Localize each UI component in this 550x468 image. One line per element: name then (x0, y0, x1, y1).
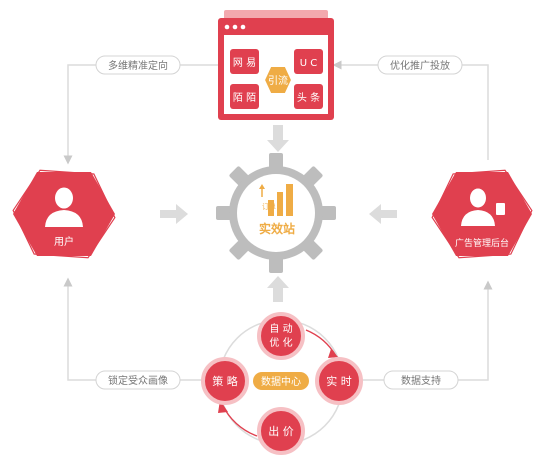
cycle-right-node: 实 时 (315, 357, 363, 405)
arrow-up (267, 276, 289, 302)
svg-text:出 价: 出 价 (268, 424, 294, 438)
label-top-left: 多维精准定向 (95, 55, 181, 75)
browser-cell-uc: U C (294, 49, 323, 74)
svg-text:多维精准定向: 多维精准定向 (108, 59, 168, 72)
svg-text:数据支持: 数据支持 (401, 374, 441, 387)
cycle-top-node: 自 动 优 化 (257, 312, 305, 360)
user-icon (45, 187, 83, 227)
admin-icon (461, 188, 505, 226)
arrow-right (160, 204, 188, 224)
label-top-right: 优化推广投放 (377, 55, 463, 75)
bar-chart-icon (259, 184, 293, 216)
svg-text:用户: 用户 (54, 235, 74, 248)
svg-text:数据中心: 数据中心 (261, 375, 301, 388)
svg-text:U C: U C (300, 58, 317, 69)
svg-text:实效站: 实效站 (259, 221, 295, 236)
svg-text:锁定受众画像: 锁定受众画像 (108, 374, 168, 387)
svg-text:优 化: 优 化 (269, 336, 292, 349)
traffic-hexagon: 引流 (262, 65, 294, 95)
svg-text:网 易: 网 易 (233, 57, 256, 69)
svg-text:自 动: 自 动 (269, 322, 292, 335)
user-node: 用户 (12, 169, 116, 259)
direction-arrows (160, 125, 397, 302)
browser-cell-toutiao: 头 条 (294, 84, 323, 109)
gear: 订单 实效站 (216, 153, 336, 273)
svg-text:优化推广投放: 优化推广投放 (390, 59, 450, 72)
browser-cell-netease: 网 易 (230, 49, 259, 74)
svg-text:陌 陌: 陌 陌 (233, 92, 256, 104)
label-bottom-right: 数据支持 (383, 370, 459, 390)
cycle-group: 自 动 优 化 策 略 实 时 出 价 数据中心 (201, 312, 363, 455)
svg-text:广告管理后台: 广告管理后台 (455, 237, 509, 249)
browser-cell-momo: 陌 陌 (230, 84, 259, 109)
line-bottom-left (63, 277, 215, 381)
browser-window: 网 易 U C 陌 陌 头 条 引流 (218, 10, 334, 120)
line-bottom-right (345, 280, 493, 381)
line-top-left (63, 64, 218, 165)
svg-text:策 略: 策 略 (212, 374, 238, 388)
admin-node: 广告管理后台 (431, 169, 533, 259)
svg-text:引流: 引流 (268, 74, 288, 87)
arrow-left (369, 204, 397, 224)
svg-text:订单: 订单 (262, 202, 276, 211)
line-top-right (332, 60, 489, 160)
data-center-pill: 数据中心 (253, 372, 309, 390)
arrow-down (267, 125, 289, 152)
cycle-bottom-node: 出 价 (257, 407, 305, 455)
cycle-left-node: 策 略 (201, 357, 249, 405)
svg-text:头 条: 头 条 (297, 91, 320, 104)
svg-text:实 时: 实 时 (326, 374, 352, 388)
label-bottom-left: 锁定受众画像 (95, 370, 181, 390)
